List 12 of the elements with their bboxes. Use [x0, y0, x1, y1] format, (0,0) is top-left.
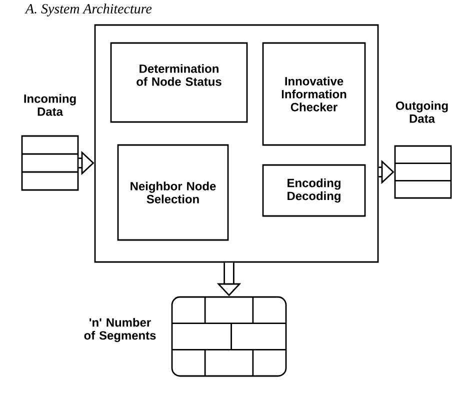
data-stack: Outgoing Data — [394, 101, 452, 199]
data-stack: Incoming Data — [21, 94, 79, 191]
module-box: Encoding Decoding — [262, 164, 366, 217]
node-label: Incoming Data — [24, 94, 76, 116]
module-box: Neighbor Node Selection — [117, 144, 229, 241]
module-box: Determination of Node Status — [110, 42, 248, 123]
system-box — [94, 24, 379, 263]
module-box: Innovative Information Checker — [262, 42, 366, 146]
title: A. System Architecture — [24, 4, 152, 16]
node-label: 'n' Number of Segments — [84, 318, 156, 342]
segment-wall: 'n' Number of Segments — [84, 296, 287, 377]
node-label: Outgoing Data — [396, 101, 448, 123]
